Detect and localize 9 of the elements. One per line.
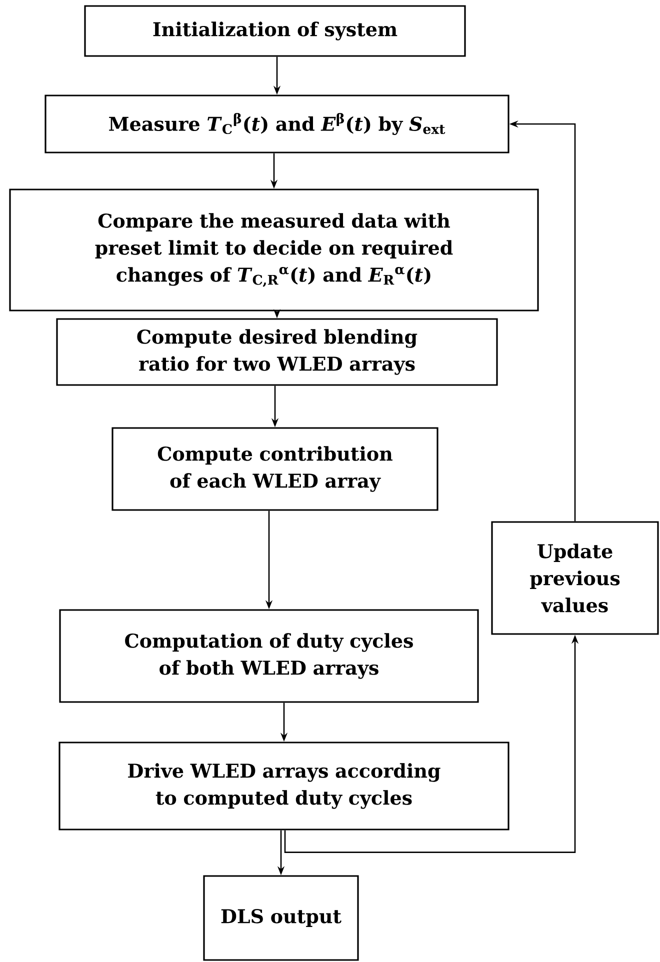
process-box: Computation of duty cycles of both WLED arrays	[59, 609, 479, 703]
process-box: Measure T$_{C}$$^{β}$(t) and E$^{β}$(t) by S$_{ext}$	[44, 94, 510, 154]
process-box: Drive WLED arrays according to computed duty cycles	[58, 742, 510, 830]
process-box: Update previous values	[491, 521, 659, 635]
process-box: DLS output	[203, 875, 359, 961]
process-box: Compute contribution of each WLED array	[112, 427, 438, 511]
process-box: Compute desired blending ratio for two WLED arrays	[56, 318, 498, 386]
process-box: Initialization of system	[84, 5, 466, 57]
process-box: Compare the measured data with preset limit to decide on required changes of T$_{C,R}$$^{α}$(t) and E$_{R}$$^{α}$(t)	[9, 188, 539, 312]
